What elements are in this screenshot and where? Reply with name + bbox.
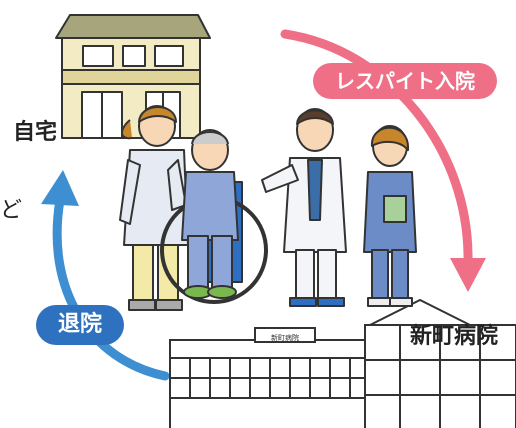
wheelchair-patient-figure (160, 129, 268, 304)
cut-off-text: ど (0, 198, 23, 223)
nurse-figure (363, 125, 417, 307)
hospital-label: 新町病院 (410, 324, 499, 349)
hospital-sign: 新町病院 (271, 333, 299, 342)
respite-admission-badge: レスパイト入院 (313, 63, 497, 99)
discharge-badge: 退院 (36, 305, 124, 345)
respite-arrow (280, 29, 486, 292)
home-label: 自宅 (13, 120, 58, 145)
house-illustration (55, 14, 211, 139)
hospital-building (169, 298, 516, 428)
doctor-figure (261, 108, 347, 307)
